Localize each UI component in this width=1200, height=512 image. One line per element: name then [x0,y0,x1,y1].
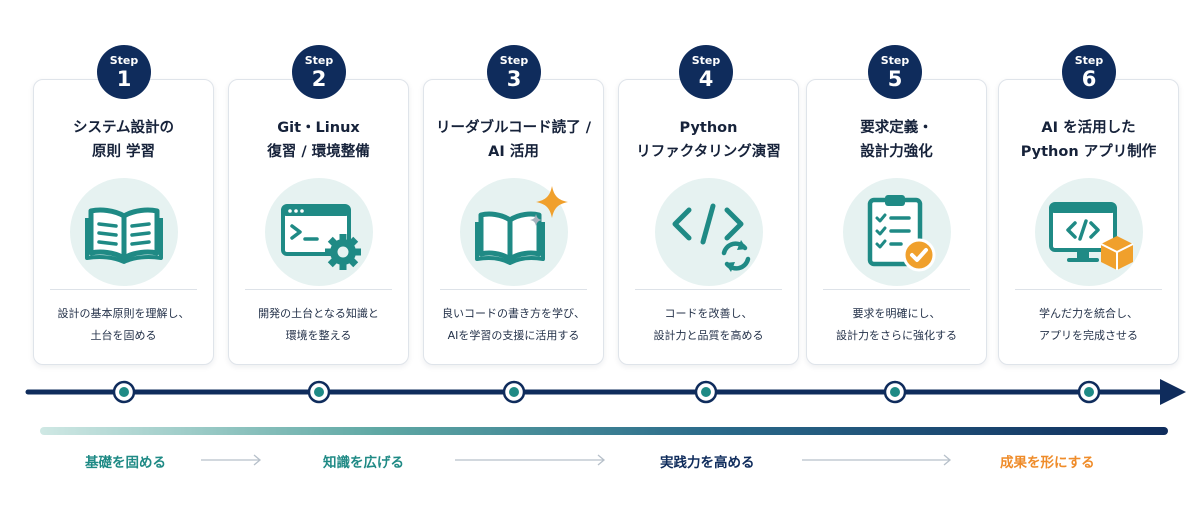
timeline-node-4 [694,380,718,404]
divider [440,289,587,290]
timeline-arrow-head [1160,379,1186,405]
step-description: 設計の基本原則を理解し、土台を固める [57,307,190,342]
timeline-node-3 [502,380,526,404]
step-title: リーダブルコード読了 /AI 活用 [435,120,592,160]
timeline-node-1 [112,380,136,404]
monitor-box-icon [1034,178,1143,286]
stage-label-1: 基礎を固める [85,455,166,471]
step-description: 学んだ力を統合し、アプリを完成させる [1039,307,1138,342]
divider [245,289,392,290]
divider [635,289,782,290]
timeline-node-5 [883,380,907,404]
stage-label-2: 知識を広げる [323,455,404,471]
timeline-node-6 [1077,380,1101,404]
divider [50,289,197,290]
timeline-node-2 [307,380,331,404]
stage-arrow-3 [802,454,952,466]
open-book-icon [69,178,178,286]
step-description: コードを改善し、設計力と品質を高める [653,307,764,342]
step-title: 要求定義・設計力強化 [860,120,933,160]
stage-arrow-1 [201,454,262,466]
stage-label-3: 実践力を高める [660,455,755,471]
terminal-gear-icon [264,178,373,286]
clipboard-check-icon [842,178,951,286]
divider [1015,289,1162,290]
step-description: 良いコードの書き方を学び、AIを学習の支援に活用する [442,307,585,342]
divider [823,289,970,290]
step-card-1: システム設計の原則 学習 設計の基本原則を理解し、土台を固める [33,79,214,365]
code-refresh-icon [654,178,763,286]
stage-arrow-2 [455,454,606,466]
progress-gradient-bar [40,427,1168,435]
stage-label-4: 成果を形にする [1000,455,1095,471]
book-sparkle-icon [459,178,568,286]
step-description: 開発の土台となる知識と環境を整える [258,307,379,342]
step-description: 要求を明確にし、設計力をさらに強化する [836,307,957,342]
step-title: システム設計の原則 学習 [72,120,175,160]
step-card-5: 要求定義・設計力強化 要求を明確にし、設計力をさらに強化する [806,79,987,365]
step-card-3: リーダブルコード読了 /AI 活用 良いコードの書き方を学び、AIを学習の支援に… [423,79,604,365]
